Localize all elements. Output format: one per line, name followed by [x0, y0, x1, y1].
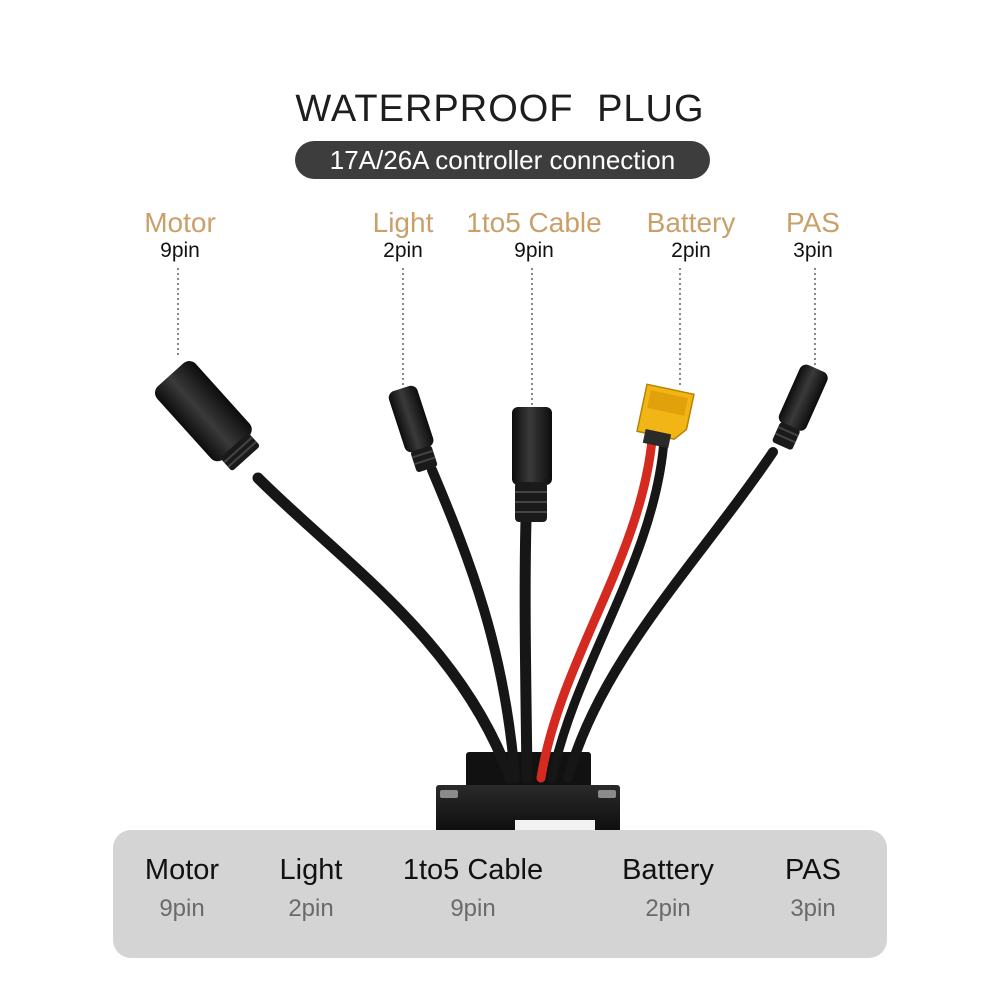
- one-to-five-connector: [512, 407, 552, 522]
- legend-item-1to5-cable: 1to5 Cable 9pin: [373, 852, 573, 926]
- connector-label-light: Light 2pin: [303, 206, 503, 262]
- controller-box: [436, 752, 620, 833]
- connector-name: Battery: [646, 207, 736, 238]
- legend-pins: 3pin: [790, 895, 836, 922]
- legend-name: PAS: [785, 854, 841, 886]
- legend-pins: 9pin: [450, 895, 496, 922]
- battery-connector: [636, 383, 695, 449]
- battery-red-wire: [536, 435, 657, 783]
- pas-cable: [563, 447, 778, 783]
- connector-pins: 2pin: [671, 239, 711, 262]
- legend-item-motor: Motor 9pin: [82, 852, 282, 926]
- motor-connector: [154, 361, 260, 471]
- connector-pins: 9pin: [160, 239, 200, 262]
- connector-pins: 9pin: [514, 239, 554, 262]
- connector-name: Motor: [144, 207, 216, 238]
- connector-name: 1to5 Cable: [466, 207, 602, 238]
- subtitle-badge: 17A/26A controller connection: [295, 141, 710, 179]
- light-connector: [388, 385, 438, 473]
- legend-name: Battery: [622, 854, 714, 886]
- connector-label-1to5-cable: 1to5 Cable 9pin: [434, 206, 634, 262]
- legend-name: Motor: [144, 854, 220, 886]
- connector-label-battery: Battery 2pin: [591, 206, 791, 262]
- battery-black-wire: [547, 435, 669, 783]
- connector-name: Light: [372, 207, 434, 238]
- legend-item-battery: Battery 2pin: [568, 852, 768, 926]
- connector-pins: 2pin: [383, 239, 423, 262]
- light-cable: [427, 465, 520, 783]
- pas-connector: [772, 364, 828, 450]
- connector-name: PAS: [786, 207, 840, 238]
- legend-pins: 9pin: [159, 895, 205, 922]
- connector-pins: 3pin: [793, 239, 833, 262]
- legend-item-light: Light 2pin: [211, 852, 411, 926]
- legend-item-pas: PAS 3pin: [713, 852, 913, 926]
- connector-label-motor: Motor 9pin: [80, 206, 280, 262]
- legend-name: 1to5 Cable: [402, 854, 544, 886]
- connector-label-pas: PAS 3pin: [713, 206, 913, 262]
- legend-pins: 2pin: [645, 895, 691, 922]
- one-to-five-cable: [519, 514, 533, 784]
- legend-panel: [113, 830, 887, 958]
- legend-pins: 2pin: [288, 895, 334, 922]
- page-title: WATERPROOF PLUG: [295, 88, 705, 130]
- motor-cable: [252, 472, 516, 784]
- legend-name: Light: [279, 854, 343, 886]
